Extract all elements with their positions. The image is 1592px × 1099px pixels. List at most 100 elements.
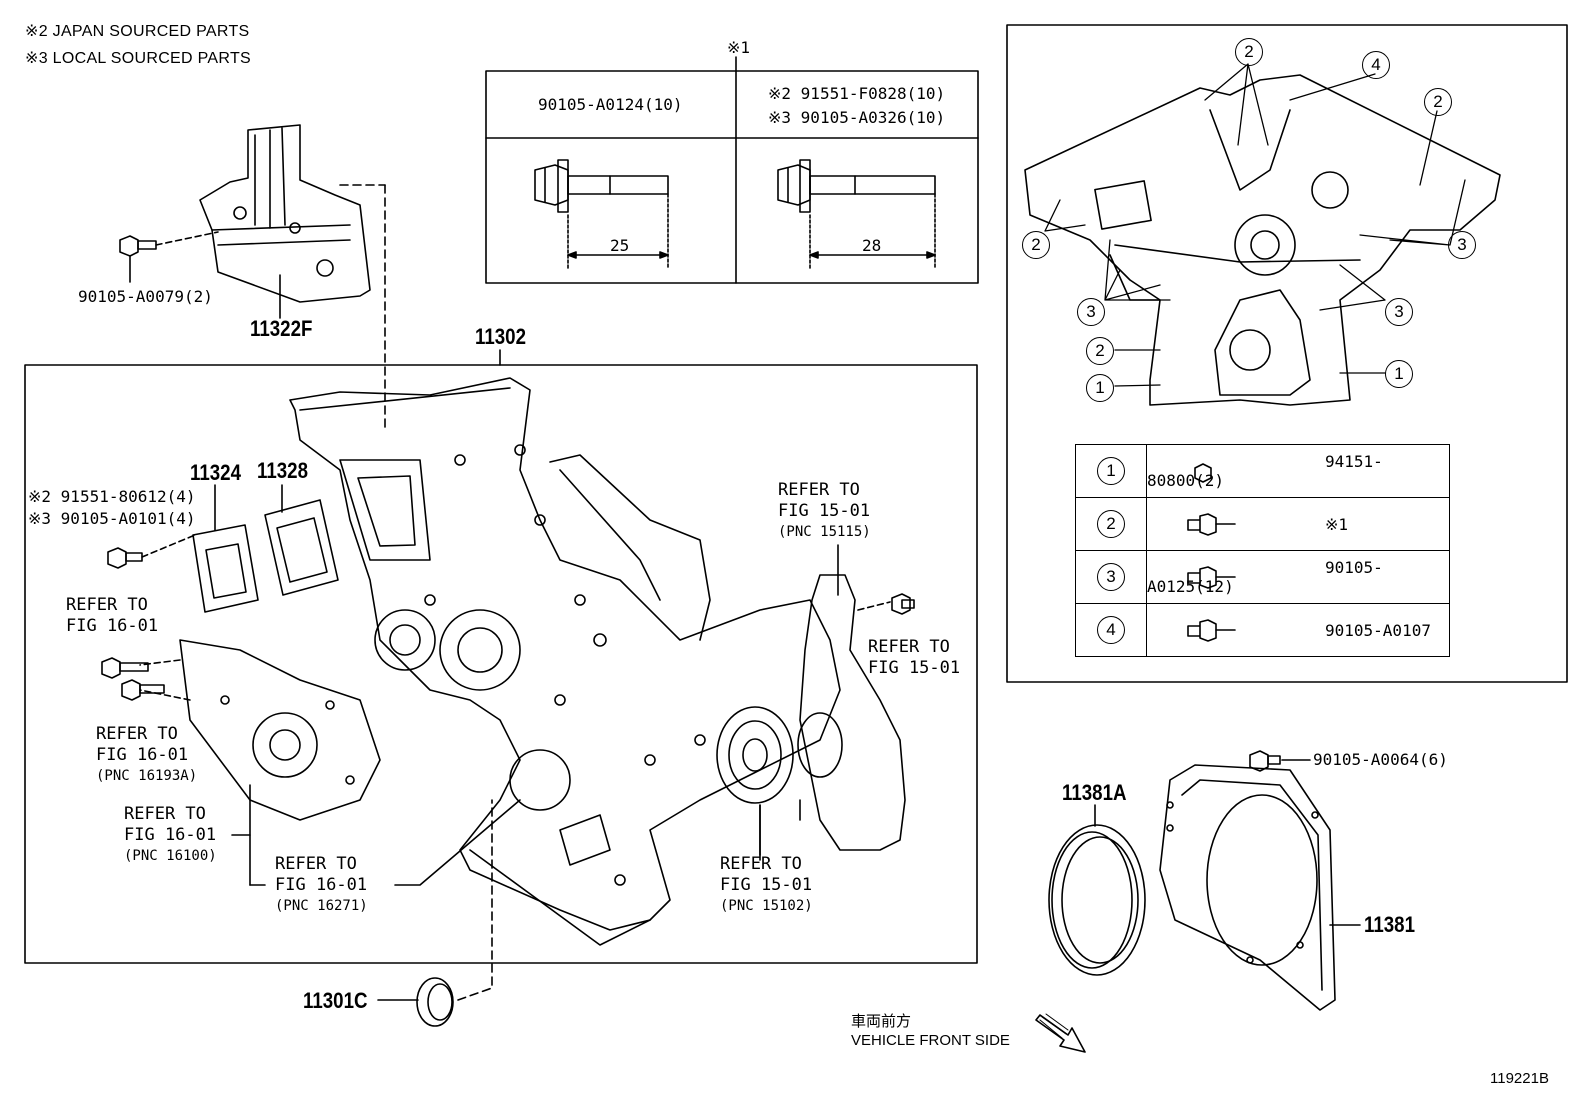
part-11322f[interactable]: 11322F bbox=[250, 316, 313, 341]
bolt-length-25: 25 bbox=[610, 236, 630, 255]
ref-pnc: (PNC 16100) bbox=[124, 848, 217, 864]
bolt-length-28: 28 bbox=[862, 236, 882, 255]
legend-row: 2 ※1 bbox=[1075, 497, 1450, 551]
ref-line-1: REFER TO bbox=[124, 804, 206, 824]
oil-seal-11301c bbox=[377, 799, 493, 1027]
bracket-bolt bbox=[119, 231, 281, 319]
legend-part-cell: 90105-A0107 bbox=[1146, 603, 1450, 657]
ref-pnc: (PNC 16271) bbox=[275, 898, 368, 914]
reference-leaders bbox=[1044, 63, 1466, 387]
ref-line-1: REFER TO bbox=[778, 480, 860, 500]
part-11328[interactable]: 11328 bbox=[257, 458, 308, 483]
legend-part-cell: 90105-A0125(12) bbox=[1146, 550, 1450, 604]
ref-line-2: FIG 16-01 bbox=[96, 745, 189, 765]
timing-chain-cover-11302 bbox=[289, 377, 841, 946]
ref-line-2: FIG 15-01 bbox=[720, 875, 813, 895]
ref-fig-16-01-pnc-16100[interactable]: REFER TO FIG 16-01 (PNC 16100) bbox=[124, 804, 217, 867]
hole-reference-view bbox=[1024, 74, 1501, 406]
ref-line-1: REFER TO bbox=[720, 854, 802, 874]
bolt-table-note-mark: ※1 bbox=[727, 38, 751, 57]
part-11302[interactable]: 11302 bbox=[475, 324, 526, 349]
side-bolts-16-01 bbox=[101, 657, 165, 701]
ref-line-2: FIG 15-01 bbox=[778, 501, 871, 521]
oil-seal-11381a bbox=[1048, 804, 1146, 976]
legend-num-cell: 3 bbox=[1075, 550, 1147, 604]
front-label-jp: 車両前方 bbox=[851, 1013, 912, 1030]
legend-num-cell: 4 bbox=[1075, 603, 1147, 657]
hole-legend-table: 1 94151-80800(2) 2 ※1 3 90105-A0125(12) … bbox=[1075, 444, 1450, 657]
ref-line-1: REFER TO bbox=[868, 637, 950, 657]
legend-row: 1 94151-80800(2) bbox=[1075, 444, 1450, 498]
retainer-11381 bbox=[1159, 750, 1361, 1011]
ref-pnc: (PNC 15102) bbox=[720, 898, 813, 914]
part-11324[interactable]: 11324 bbox=[190, 460, 241, 485]
hole-marker-4: 4 bbox=[1362, 51, 1390, 79]
ref-fig-16-01-pnc-16271[interactable]: REFER TO FIG 16-01 (PNC 16271) bbox=[275, 854, 368, 917]
note-local-sourced: ※3 LOCAL SOURCED PARTS bbox=[25, 50, 251, 67]
part-11381[interactable]: 11381 bbox=[1364, 912, 1415, 937]
part-11381a[interactable]: 11381A bbox=[1062, 780, 1127, 805]
legend-part-3[interactable]: 90105-A0125(12) bbox=[1147, 558, 1383, 596]
ref-line-2: FIG 15-01 bbox=[868, 658, 961, 678]
bolt-table-frame bbox=[485, 70, 979, 284]
hole-marker-3: 3 bbox=[1077, 298, 1105, 326]
main-assembly-frame bbox=[24, 364, 978, 964]
ref-pnc: (PNC 16193A) bbox=[96, 768, 198, 784]
ref-fig-16-01-bolts[interactable]: REFER TO FIG 16-01 bbox=[66, 595, 158, 637]
bolt-part-28-local[interactable]: ※3 90105-A0326(10) bbox=[768, 108, 946, 127]
front-label-en: VEHICLE FRONT SIDE bbox=[851, 1032, 1010, 1049]
ref-fig-16-01-pnc-16193a[interactable]: REFER TO FIG 16-01 (PNC 16193A) bbox=[96, 724, 197, 787]
legend-num-1: 1 bbox=[1097, 457, 1125, 485]
bolt-drawing-28 bbox=[777, 159, 936, 269]
hole-marker-1: 1 bbox=[1385, 360, 1413, 388]
gasket-11324 bbox=[192, 484, 259, 613]
legend-row: 3 90105-A0125(12) bbox=[1075, 550, 1450, 604]
oil-pump-housing bbox=[797, 574, 915, 851]
ref-line-1: REFER TO bbox=[96, 724, 178, 744]
oil-pump-rotor bbox=[716, 706, 801, 861]
bolt-part-28-japan[interactable]: ※2 91551-F0828(10) bbox=[768, 84, 946, 103]
bolt-part-25[interactable]: 90105-A0124(10) bbox=[538, 95, 683, 114]
ref-pnc: (PNC 15115) bbox=[778, 524, 871, 540]
part-11301c[interactable]: 11301C bbox=[303, 988, 368, 1013]
part-retainer-bolt[interactable]: 90105-A0064(6) bbox=[1313, 750, 1448, 769]
hole-reference-frame bbox=[1006, 24, 1568, 683]
legend-part-4[interactable]: 90105-A0107 bbox=[1325, 620, 1431, 640]
legend-part-1[interactable]: 94151-80800(2) bbox=[1147, 452, 1383, 490]
ref-line-2: FIG 16-01 bbox=[66, 616, 159, 636]
legend-part-cell: 94151-80800(2) bbox=[1146, 444, 1450, 498]
gasket-bolt bbox=[107, 534, 196, 569]
legend-part-cell: ※1 bbox=[1146, 497, 1450, 551]
legend-part-2[interactable]: ※1 bbox=[1325, 514, 1349, 534]
ref-fig-15-01-pnc-15102[interactable]: REFER TO FIG 15-01 (PNC 15102) bbox=[720, 854, 813, 917]
legend-num-4: 4 bbox=[1097, 616, 1125, 644]
ref-line-2: FIG 16-01 bbox=[124, 825, 217, 845]
ref-fig-15-01-bolt[interactable]: REFER TO FIG 15-01 bbox=[868, 637, 960, 679]
figure-id: 119221B bbox=[1490, 1070, 1549, 1087]
legend-num-2: 2 bbox=[1097, 510, 1125, 538]
part-gasket-bolt-local[interactable]: ※3 90105-A0101(4) bbox=[28, 509, 196, 528]
part-bracket-bolt[interactable]: 90105-A0079(2) bbox=[78, 287, 213, 306]
hole-marker-3: 3 bbox=[1385, 298, 1413, 326]
ref-line-1: REFER TO bbox=[275, 854, 357, 874]
part-gasket-bolt-japan[interactable]: ※2 91551-80612(4) bbox=[28, 487, 196, 506]
bolt-drawing-25 bbox=[534, 159, 669, 269]
note-japan-sourced: ※2 JAPAN SOURCED PARTS bbox=[25, 23, 250, 40]
hole-marker-2: 2 bbox=[1235, 38, 1263, 66]
legend-num-cell: 2 bbox=[1075, 497, 1147, 551]
water-pump bbox=[139, 639, 381, 821]
hole-marker-3: 3 bbox=[1448, 231, 1476, 259]
gasket-11328 bbox=[264, 484, 339, 596]
ref-line-2: FIG 16-01 bbox=[275, 875, 368, 895]
ref-fig-15-01-pnc-15115[interactable]: REFER TO FIG 15-01 (PNC 15115) bbox=[778, 480, 871, 543]
legend-row: 4 90105-A0107 bbox=[1075, 603, 1450, 657]
hole-marker-1: 1 bbox=[1086, 374, 1114, 402]
bracket-11322f bbox=[199, 124, 371, 303]
hole-marker-2: 2 bbox=[1424, 88, 1452, 116]
hole-marker-2: 2 bbox=[1022, 231, 1050, 259]
front-arrow-icon bbox=[1035, 1013, 1086, 1053]
hole-marker-2: 2 bbox=[1086, 337, 1114, 365]
ref-line-1: REFER TO bbox=[66, 595, 148, 615]
legend-num-3: 3 bbox=[1097, 563, 1125, 591]
legend-num-cell: 1 bbox=[1075, 444, 1147, 498]
